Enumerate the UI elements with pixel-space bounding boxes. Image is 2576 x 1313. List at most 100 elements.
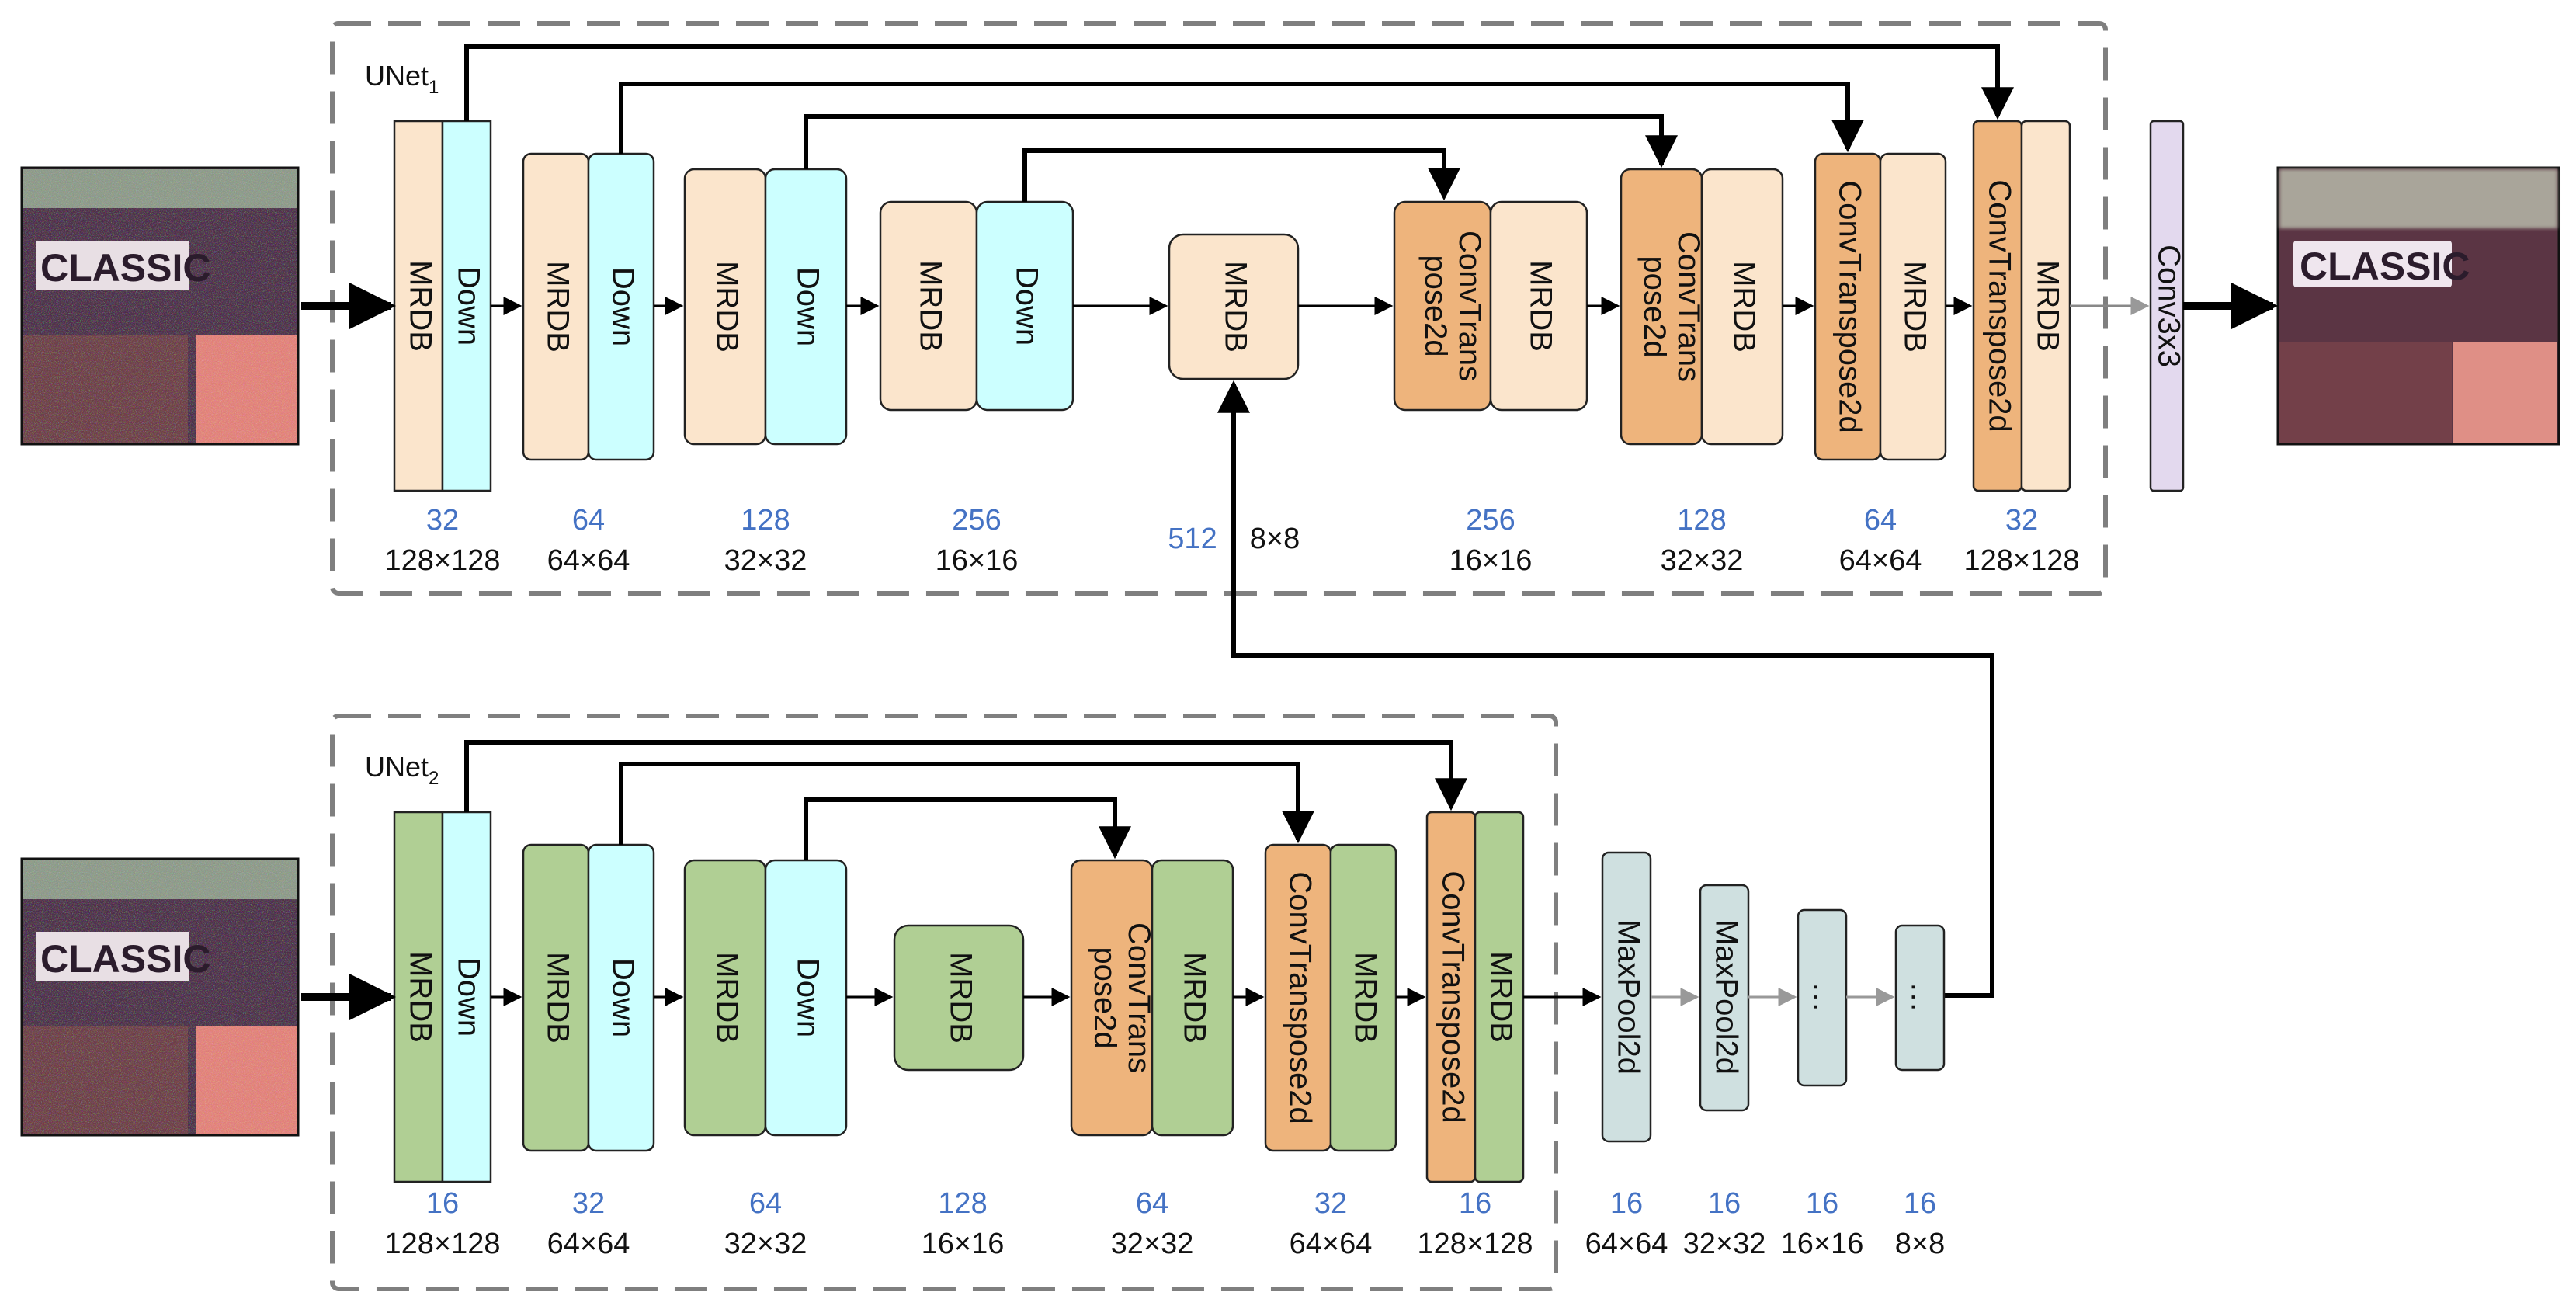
mrdb-label: MRDB — [943, 952, 977, 1044]
size-label: 64×64 — [547, 544, 630, 577]
size-label: 64×64 — [1290, 1228, 1373, 1260]
maxpool-block-4: … — [1894, 924, 1946, 1072]
mrdb-label: MRDB — [403, 951, 437, 1043]
mrdb-label: MRDB — [540, 261, 575, 353]
mrdb-label: MRDB — [403, 260, 437, 352]
mrdb-label: MRDB — [1523, 260, 1557, 352]
conv-transpose-label: ConvTranspose2d — [1283, 871, 1317, 1124]
maxpool-block-1: MaxPool2d — [1601, 851, 1652, 1143]
channel-label: 16 — [426, 1187, 459, 1220]
conv3x3-block: Conv3x3 — [2149, 120, 2185, 492]
mrdb-label: MRDB — [540, 952, 575, 1044]
input-image-text: CLASSIC — [40, 246, 210, 290]
mrdb-label: MRDB — [1484, 951, 1518, 1043]
unet2-captions: 16 128×128 32 64×64 64 32×32 128 16×16 6… — [385, 1187, 1533, 1260]
unet2-skip-connections — [464, 740, 1467, 860]
size-label: 128×128 — [1964, 544, 2080, 577]
down-label: Down — [790, 958, 825, 1037]
unet1-bottleneck: MRDB — [1168, 233, 1300, 380]
size-label: 16×16 — [1781, 1228, 1864, 1260]
maxpool-block-3: … — [1797, 908, 1848, 1087]
size-label: 64×64 — [547, 1228, 630, 1260]
channel-label: 128 — [1677, 504, 1726, 537]
output-image-clean: CLASSIC — [2276, 166, 2560, 446]
unet2-encoder-stage-3: MRDB Down — [683, 859, 848, 1137]
channel-label: 16 — [1708, 1187, 1741, 1220]
mrdb-label: MRDB — [710, 952, 744, 1044]
pool-captions: 16 64×64 16 32×32 16 16×16 16 8×8 — [1585, 1187, 1946, 1260]
unet2-label: UNet2 — [365, 751, 439, 789]
unet2-decoder-stage-2: ConvTranspose2d MRDB — [1264, 843, 1397, 1152]
unet2-encoder-stage-1: MRDB Down — [393, 811, 492, 1183]
conv-transpose-label: ConvTranspose2d — [1982, 179, 2016, 432]
input-image-noisy-top: CLASSIC — [20, 166, 300, 446]
size-label: 32×32 — [1683, 1228, 1766, 1260]
unet1-captions: 32 128×128 64 64×64 128 32×32 256 16×16 … — [385, 504, 2080, 577]
size-label: 64×64 — [1839, 544, 1922, 577]
channel-label: 64 — [572, 504, 605, 537]
size-label: 32×32 — [1661, 544, 1744, 577]
size-label: 16×16 — [922, 1228, 1005, 1260]
conv-transpose-label: ConvTranspose2d — [1436, 870, 1470, 1123]
input-image-noisy-bottom: CLASSIC — [20, 857, 300, 1137]
conv-transpose-label: ConvTranspose2d — [1418, 231, 1487, 381]
unet1-label: UNet1 — [365, 60, 439, 98]
maxpool-block-2: MaxPool2d — [1699, 884, 1750, 1112]
down-label: Down — [606, 958, 640, 1037]
size-label: 128×128 — [1418, 1228, 1533, 1260]
channel-label: 16 — [1806, 1187, 1838, 1220]
mrdb-label: MRDB — [1348, 952, 1382, 1044]
down-label: Down — [606, 267, 640, 346]
conv-transpose-label: ConvTranspose2d — [1832, 180, 1866, 432]
size-label: 128×128 — [385, 544, 501, 577]
size-label: 8×8 — [1250, 523, 1300, 555]
mrdb-label: MRDB — [1218, 261, 1252, 353]
channel-label: 128 — [741, 504, 790, 537]
down-label: Down — [451, 957, 485, 1037]
ellipsis-label: … — [1904, 981, 1939, 1013]
down-label: Down — [1009, 266, 1043, 346]
conv-transpose-label: ConvTranspose2d — [1088, 922, 1156, 1073]
mrdb-label: MRDB — [1897, 261, 1932, 353]
unet1-decoder-stage-4: ConvTranspose2d MRDB — [1972, 120, 2071, 492]
unet2-container — [330, 714, 1558, 1291]
channel-label: 64 — [1136, 1187, 1168, 1220]
size-label: 32×32 — [724, 1228, 807, 1260]
ellipsis-label: … — [1807, 981, 1841, 1013]
size-label: 32×32 — [724, 544, 807, 577]
unet2-decoder-stage-1: ConvTranspose2d MRDB — [1070, 859, 1234, 1137]
output-image-text: CLASSIC — [2300, 245, 2470, 288]
channel-label: 32 — [426, 504, 459, 537]
unet1-encoder-stage-1: MRDB Down — [393, 120, 492, 492]
channel-label: 32 — [1314, 1187, 1347, 1220]
maxpool-label: MaxPool2d — [1709, 919, 1743, 1075]
mrdb-label: MRDB — [2030, 260, 2064, 352]
mrdb-label: MRDB — [710, 261, 744, 353]
size-label: 16×16 — [1449, 544, 1533, 577]
unet2-bottleneck: MRDB — [893, 924, 1025, 1072]
channel-label: 16 — [1904, 1187, 1936, 1220]
feedback-connection — [1217, 380, 1994, 998]
unet1-decoder-stage-2: ConvTranspose2d MRDB — [1620, 168, 1784, 446]
channel-label: 128 — [938, 1187, 987, 1220]
size-label: 128×128 — [385, 1228, 501, 1260]
unet1-skip-connections — [464, 44, 2014, 202]
channel-label: 64 — [749, 1187, 782, 1220]
channel-label: 256 — [1466, 504, 1515, 537]
mrdb-label: MRDB — [1177, 952, 1211, 1044]
channel-label: 32 — [572, 1187, 605, 1220]
unet1-encoder-stage-2: MRDB Down — [522, 152, 655, 461]
channel-label: 16 — [1610, 1187, 1643, 1220]
unet1-decoder-stage-1: ConvTranspose2d MRDB — [1393, 200, 1588, 412]
size-label: 16×16 — [936, 544, 1019, 577]
down-label: Down — [790, 267, 825, 346]
size-label: 8×8 — [1895, 1228, 1945, 1260]
conv3x3-label: Conv3x3 — [2151, 245, 2185, 367]
down-label: Down — [451, 266, 485, 346]
unet2-decoder-stage-3: ConvTranspose2d MRDB — [1425, 811, 1525, 1183]
channel-label: 32 — [2005, 504, 2038, 537]
channel-label: 64 — [1864, 504, 1897, 537]
channel-label: 512 — [1168, 523, 1217, 555]
channel-label: 16 — [1459, 1187, 1491, 1220]
